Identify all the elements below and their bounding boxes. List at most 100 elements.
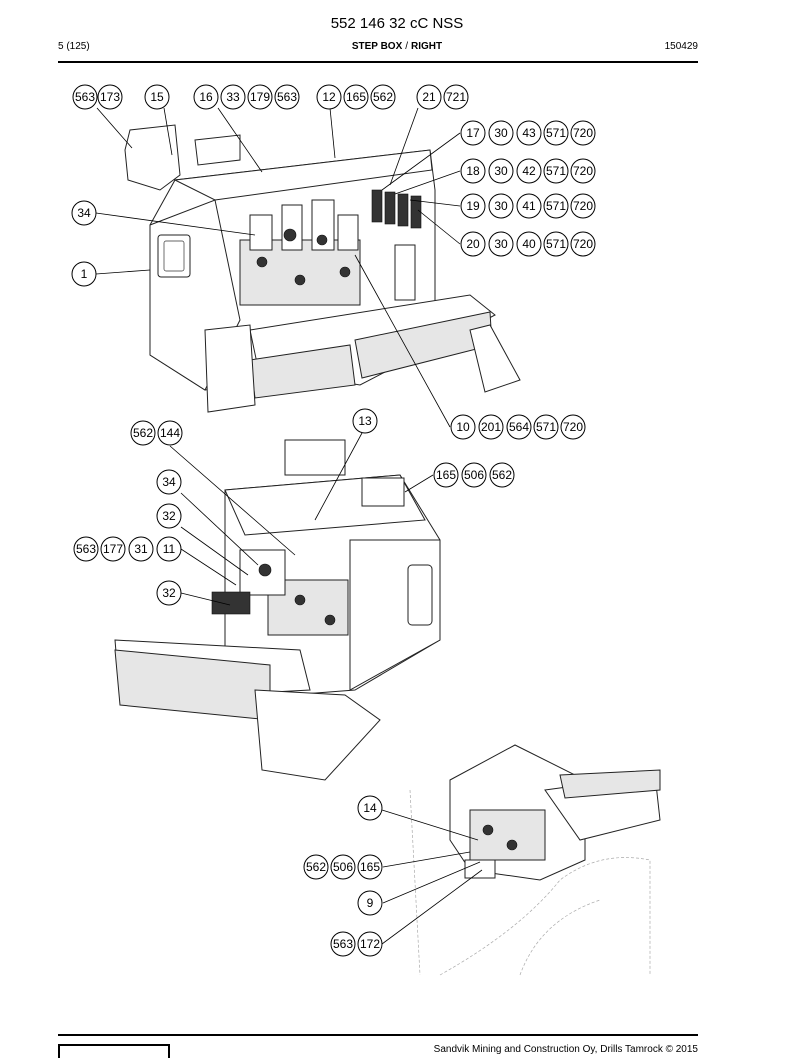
callout-bubble [570, 231, 596, 257]
callout-number: 506 [333, 860, 353, 874]
callout-group: 562 506 165 [303, 854, 383, 880]
section-title-left: STEP BOX [351, 41, 403, 52]
callout-number: 11 [163, 542, 176, 556]
document-number: 552 146 32 cC NSS [330, 15, 464, 32]
callout-number: 20 [466, 237, 480, 251]
callout-number: 10 [456, 420, 470, 434]
access-hatch [157, 234, 191, 278]
callout-number: 506 [464, 468, 484, 482]
footer-copyright: Sandvik Mining and Construction Oy, Dril… [433, 1044, 698, 1055]
callout-number: 15 [150, 90, 164, 104]
callout-bubble [460, 120, 486, 146]
callout-group: 15 [144, 84, 170, 110]
callout-number: 562 [373, 90, 393, 104]
callout-group: 563 173 [72, 84, 123, 110]
callout-bubble [193, 84, 219, 110]
leader-lines [95, 107, 483, 945]
callout-bubble [220, 84, 246, 110]
callout-group: 12 165 562 [316, 84, 396, 110]
callout-bubble [352, 408, 378, 434]
callout-bubble [516, 231, 542, 257]
callout-bubble [533, 414, 559, 440]
valve-knob [258, 563, 272, 577]
step-support-bracket [254, 689, 381, 781]
callout-number: 165 [360, 860, 380, 874]
callout-group: 21 721 [416, 84, 469, 110]
callout-bubble [156, 503, 182, 529]
callout-number: 43 [522, 126, 536, 140]
callout-number: 30 [494, 237, 508, 251]
section-title-right: RIGHT [411, 41, 443, 52]
step-support-bracket [204, 324, 256, 413]
callout-number: 42 [522, 164, 536, 178]
callout-bubble [543, 193, 569, 219]
callout-number: 30 [494, 164, 508, 178]
callout-number: 40 [522, 237, 536, 251]
callout-group: 20 30 40 571 720 [460, 231, 596, 257]
valve-knob [316, 234, 328, 246]
callout-bubble [100, 536, 126, 562]
callout-number: 571 [546, 199, 566, 213]
callout-number: 32 [162, 586, 176, 600]
callout-number: 21 [422, 90, 436, 104]
valve-block-left [124, 124, 181, 191]
callout-bubble [144, 84, 170, 110]
callout-group: 563 172 [330, 931, 383, 957]
callout-number: 720 [573, 237, 593, 251]
callout-bubble [357, 931, 383, 957]
callout-number: 30 [494, 199, 508, 213]
callout-bubble [156, 580, 182, 606]
callout-number: 720 [573, 199, 593, 213]
callout-number: 14 [363, 801, 377, 815]
callout-bubble [330, 931, 356, 957]
box-top-rail [173, 149, 433, 201]
callout-number: 165 [346, 90, 366, 104]
valve-block-side [361, 477, 405, 507]
callout-group: 18 30 42 571 720 [460, 158, 596, 184]
sandvik-logo [58, 1044, 170, 1058]
solenoid-valve-stack [371, 189, 422, 229]
section-title-separator: / [405, 41, 409, 52]
distribution-block [394, 244, 416, 301]
callout-number: 173 [100, 90, 120, 104]
section-title: STEP BOX/RIGHT [0, 41, 794, 52]
callout-number: 9 [367, 896, 374, 910]
page-number: 5 (125) [58, 41, 90, 52]
callout-number: 562 [492, 468, 512, 482]
callout-number: 34 [162, 475, 176, 489]
callout-number: 18 [466, 164, 480, 178]
valve-knob [339, 266, 351, 278]
step-grating [559, 769, 661, 799]
callout-number: 31 [134, 542, 148, 556]
callout-bubble [570, 158, 596, 184]
callout-bubble [370, 84, 396, 110]
callout-bubble [71, 200, 97, 226]
callout-bubble [516, 120, 542, 146]
valve-knob [324, 614, 336, 626]
callout-group: 563 177 31 11 [73, 536, 182, 562]
callout-bubble [488, 193, 514, 219]
callout-bubble [460, 231, 486, 257]
valve-knob [294, 594, 306, 606]
valve-block-rear [194, 134, 241, 166]
callout-number: 16 [199, 90, 213, 104]
callout-bubble [570, 193, 596, 219]
valve-cartridge [281, 204, 303, 251]
document-date: 150429 [664, 41, 698, 52]
callout-bubble [560, 414, 586, 440]
callout-bubble [488, 231, 514, 257]
valve-knob [506, 839, 518, 851]
step-box-view-middle [114, 439, 441, 781]
mounting-bracket [464, 859, 496, 879]
callout-number: 177 [103, 542, 123, 556]
callout-bubble [460, 158, 486, 184]
step-support-leg [469, 324, 521, 393]
callout-number: 201 [481, 420, 501, 434]
callout-bubble [97, 84, 123, 110]
callout-bubble [274, 84, 300, 110]
callout-bubble [156, 469, 182, 495]
callout-bubble [247, 84, 273, 110]
callout-number: 571 [546, 237, 566, 251]
callouts: 563 173 15 16 33 179 563 12 165 562 21 7… [71, 84, 596, 957]
callout-group: 165 506 562 [433, 462, 515, 488]
